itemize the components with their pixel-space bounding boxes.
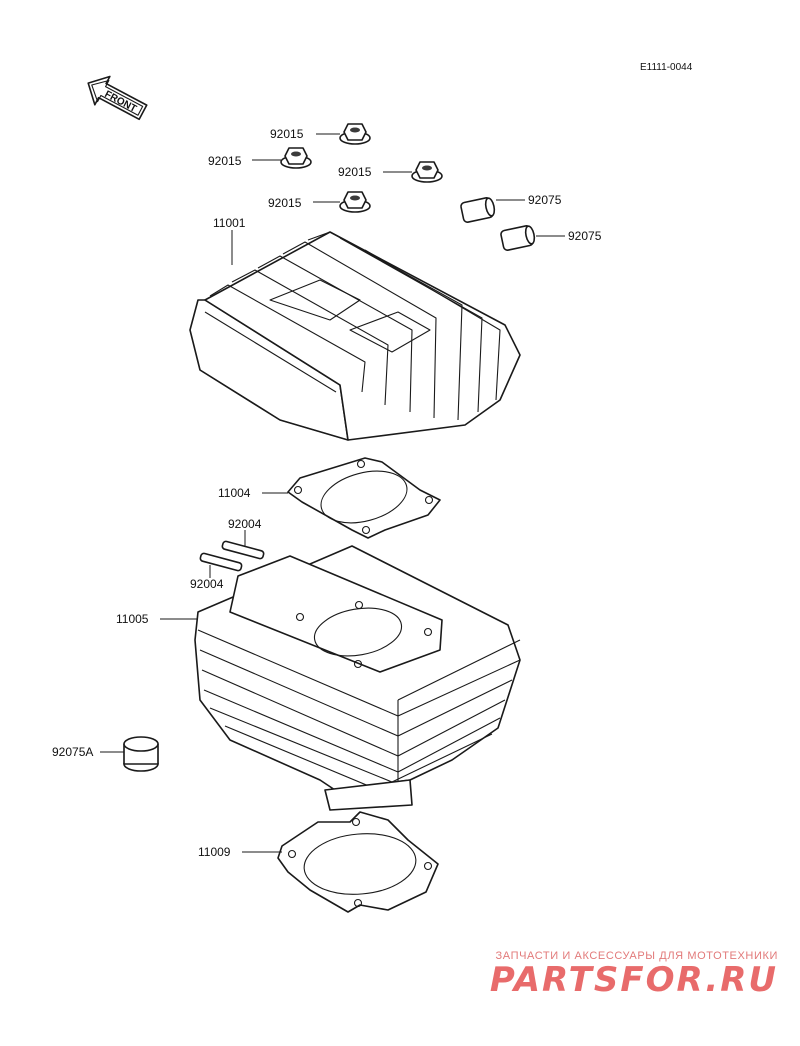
dowel-pin-icon bbox=[460, 197, 496, 223]
dowel-pin-icon bbox=[500, 225, 536, 251]
dowel-pin-icon bbox=[123, 736, 159, 772]
watermark: ЗАПЧАСТИ И АКСЕССУАРЫ ДЛЯ МОТОТЕХНИКИ PA… bbox=[490, 950, 778, 1000]
head-gasket-icon bbox=[287, 457, 441, 539]
part-number-nut-2[interactable]: 92015 bbox=[208, 154, 242, 168]
part-number-stud-1[interactable]: 92004 bbox=[228, 517, 262, 531]
flange-nut-icon bbox=[339, 123, 371, 145]
watermark-logo: PARTSFOR.RU bbox=[489, 960, 778, 1000]
cylinder-head-icon bbox=[189, 231, 521, 441]
front-arrow-icon: FRONT bbox=[87, 75, 148, 121]
diagram-code: E1111-0044 bbox=[640, 62, 693, 73]
cylinder-icon bbox=[194, 545, 521, 811]
part-number-head-gasket[interactable]: 11004 bbox=[218, 486, 251, 500]
flange-nut-icon bbox=[339, 191, 371, 213]
part-number-dowel-1[interactable]: 92075 bbox=[528, 193, 562, 207]
base-gasket-icon bbox=[277, 811, 439, 913]
part-number-cylinder[interactable]: 11005 bbox=[116, 612, 149, 626]
flange-nut-icon bbox=[280, 147, 312, 169]
part-number-nut-3[interactable]: 92015 bbox=[338, 165, 372, 179]
watermark-tagline: ЗАПЧАСТИ И АКСЕССУАРЫ ДЛЯ МОТОТЕХНИКИ bbox=[495, 950, 778, 962]
part-number-dowel-2[interactable]: 92075 bbox=[568, 229, 602, 243]
stud-bolt-icon bbox=[199, 540, 265, 572]
part-number-stud-2[interactable]: 92004 bbox=[190, 577, 224, 591]
part-number-nut-1[interactable]: 92015 bbox=[270, 127, 304, 141]
part-number-dowel-a[interactable]: 92075A bbox=[52, 745, 93, 759]
part-number-cylinder-head[interactable]: 11001 bbox=[213, 216, 246, 230]
flange-nut-icon bbox=[411, 161, 443, 183]
part-number-nut-4[interactable]: 92015 bbox=[268, 196, 302, 210]
part-number-base-gasket[interactable]: 11009 bbox=[198, 845, 231, 859]
